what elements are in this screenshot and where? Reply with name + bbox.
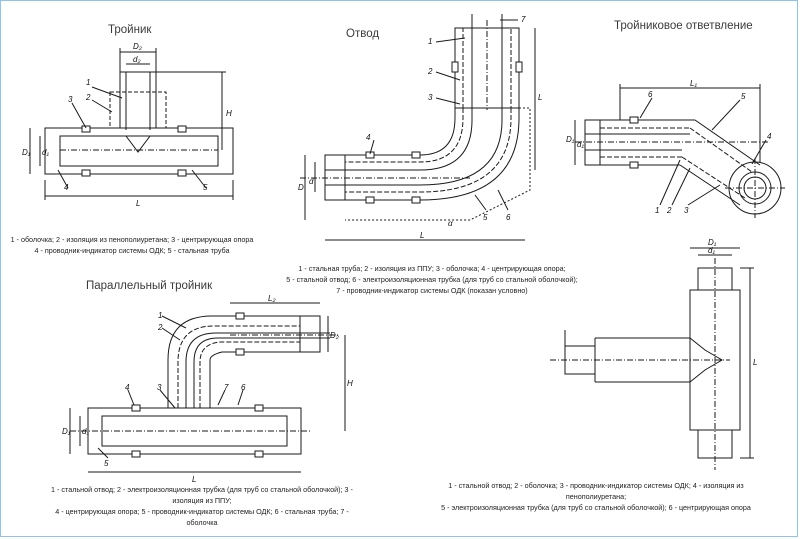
tee-dim-D1: D₁ [22,148,31,157]
elbow-label-1: 1 [428,37,432,46]
branch-dim-D1: D₁ [566,135,575,144]
parallel-dim-d1: d₁ [82,427,89,436]
caption-branch-line2: пенополиуретана; [565,492,627,501]
caption-branch-line3: 5 - электроизоляционная трубка (для труб… [441,503,751,512]
caption-tee: 1 - оболочка; 2 - изоляция из пенополиур… [8,234,256,256]
parallel-label-1: 1 [158,311,162,320]
caption-parallel-line1: 1 - стальной отвод; 2 - электроизоляцион… [51,485,353,494]
title-tee: Тройник [108,24,152,36]
caption-branch: 1 - стальной отвод; 2 - оболочка; 3 - пр… [420,480,772,513]
parallel-dim-D1: D₁ [62,427,71,436]
parallel-label-5: 5 [104,459,109,468]
caption-elbow-line3: 7 - проводник-индикатор системы ОДК (пок… [336,286,528,295]
caption-parallel: 1 - стальной отвод; 2 - электроизоляцион… [22,484,382,528]
elbow-label-6: 6 [506,213,511,222]
caption-elbow: 1 - стальная труба; 2 - изоляция из ППУ;… [282,263,582,296]
tee-label-1: 1 [86,78,90,87]
elbow-label-2: 2 [427,67,433,76]
tee-label-2: 2 [85,93,91,102]
branch-dim-L1: L₁ [690,79,697,88]
caption-tee-line2: 4 - проводник-индикатор системы ОДК; 5 -… [34,246,230,255]
tee-label-4: 4 [64,183,69,192]
tee-dim-D2: D₂ [133,42,142,51]
tee-dim-L: L [136,199,140,208]
title-elbow: Отвод [346,28,380,40]
tee-drawing [29,48,234,200]
elbow-dim-D: D [298,183,304,192]
parallel-label-6: 6 [241,383,246,392]
tee-label-3: 3 [68,95,73,104]
elbow-label-5: 5 [483,213,488,222]
parallel-label-7: 7 [224,383,229,392]
caption-elbow-line1: 1 - стальная труба; 2 - изоляция из ППУ;… [298,264,566,273]
tee-dim-d2: d₂ [133,55,141,64]
parallel-dim-L2: L₂ [268,294,276,303]
branch-label-5: 5 [741,92,746,101]
elbow-drawing [300,14,536,241]
parallel-tee-drawing [69,302,346,473]
elbow-dim-L-vertical: L [538,93,542,102]
branch-label-6: 6 [648,90,653,99]
branch-label-1: 1 [655,206,659,215]
elbow-dim-d: d [309,177,314,186]
caption-branch-line1: 1 - стальной отвод; 2 - оболочка; 3 - пр… [448,481,744,490]
parallel-dim-H: H [347,379,353,388]
parallel-label-4: 4 [125,383,130,392]
parallel-label-2: 2 [157,323,163,332]
branch-label-4: 4 [767,132,772,141]
branch-drawing [574,84,785,218]
title-parallel: Параллельный тройник [86,280,213,292]
branch-label-3: 3 [684,206,689,215]
tee-dim-H: H [226,109,232,118]
caption-parallel-line2: изоляция из ППУ; [172,496,232,505]
tee-right-drawing [550,247,754,470]
right-dim-L: L [753,358,757,367]
parallel-dim-D2: D₂ [330,331,339,340]
right-dim-D1: D₁ [708,238,717,247]
elbow-label-7: 7 [521,15,526,24]
elbow-label-3: 3 [428,93,433,102]
parallel-dim-L: L [192,475,196,484]
tee-dim-d1: d₁ [42,148,49,157]
caption-parallel-line3: 4 - центрирующая опора; 5 - проводник-ин… [55,507,349,516]
title-branch: Тройниковое ответвление [614,20,753,32]
elbow-label-4: 4 [366,133,371,142]
branch-dim-d1: d₁ [577,140,584,149]
caption-tee-line1: 1 - оболочка; 2 - изоляция из пенополиур… [10,235,254,244]
parallel-label-3: 3 [157,383,162,392]
caption-elbow-line2: 5 - стальной отвод; 6 - электроизоляцион… [286,275,578,284]
elbow-dim-L: L [420,231,424,240]
tee-label-5: 5 [203,183,208,192]
branch-label-2: 2 [666,206,672,215]
elbow-dim-alpha: α [448,219,453,228]
right-dim-d1: d₁ [708,246,715,255]
caption-parallel-line4: оболочка [186,518,218,527]
